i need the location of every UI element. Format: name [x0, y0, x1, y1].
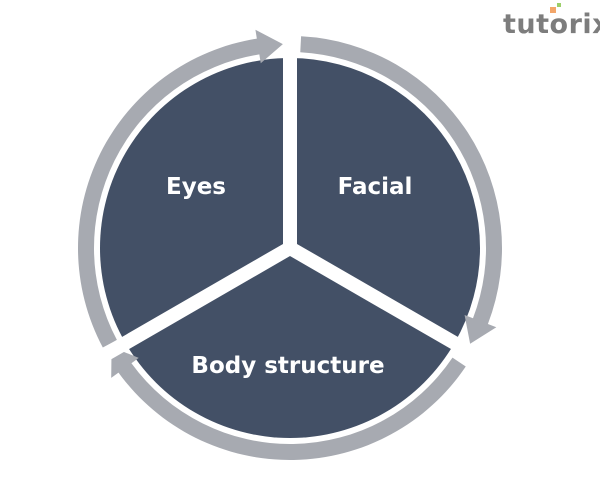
- ring-arrow-eyes: [77, 29, 283, 348]
- ring-arrow-facial: [300, 36, 502, 344]
- segment-label-facial: Facial: [337, 174, 413, 200]
- segment-divider-1: [286, 241, 495, 371]
- tutorix-logo: tutorix: [503, 3, 600, 40]
- segment-label-body-structure: Body structure: [191, 353, 385, 379]
- segment-label-eyes: Eyes: [166, 174, 226, 200]
- segment-divider-2: [85, 241, 294, 371]
- ring-arrow-body: [111, 346, 466, 461]
